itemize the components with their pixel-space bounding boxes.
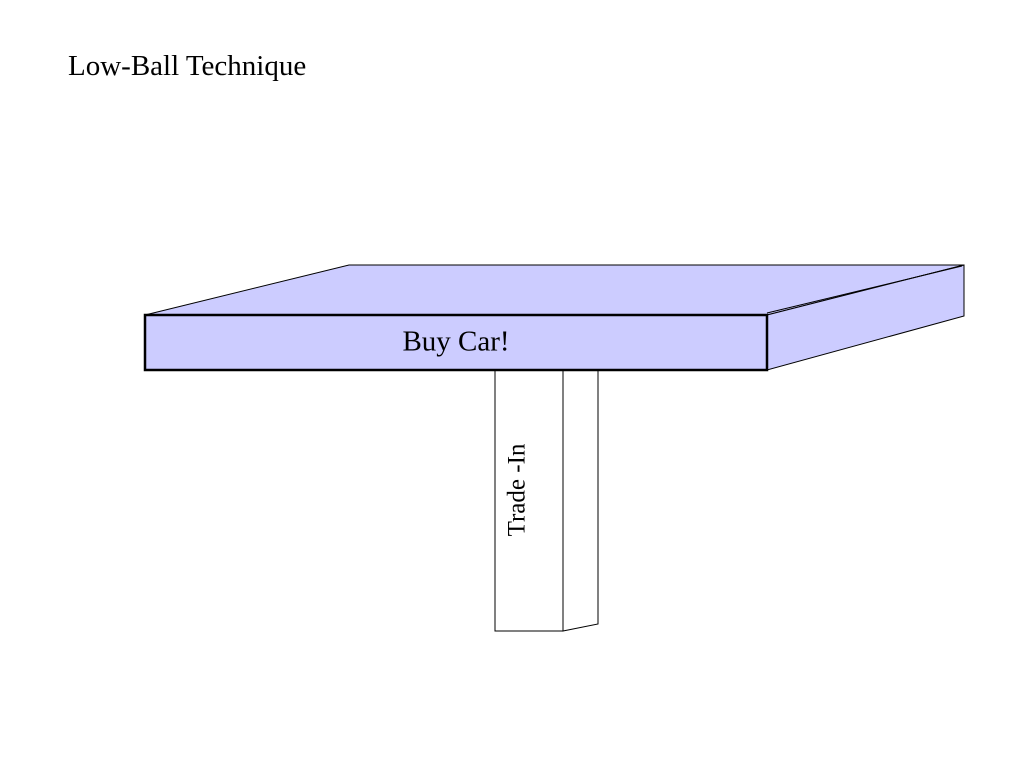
buy-car-label: Buy Car! <box>402 326 509 358</box>
trade-in-support: Trade -In <box>494 369 599 632</box>
buy-car-platform-edge-highlight <box>766 265 963 314</box>
trade-in-support-side-face <box>562 369 599 632</box>
slide-title: Low-Ball Technique <box>68 50 307 82</box>
trade-in-support-front-face <box>494 369 564 632</box>
buy-car-platform-front-face <box>143 313 769 372</box>
trade-in-label: Trade -In <box>504 443 531 536</box>
buy-car-platform: Buy Car! <box>143 264 965 372</box>
